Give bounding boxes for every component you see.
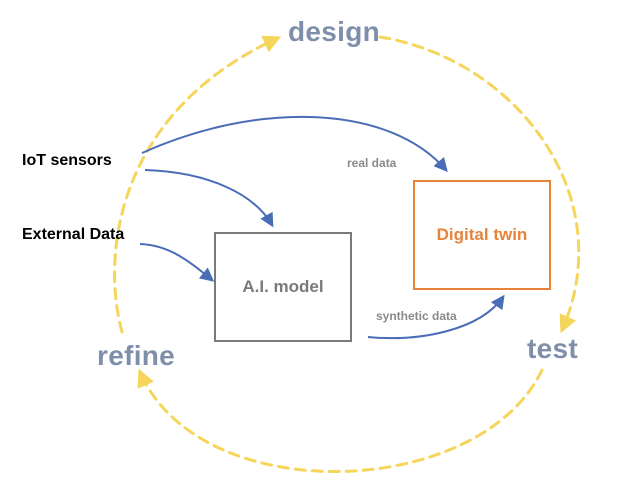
phase-label-design: design xyxy=(288,16,381,47)
source-label-iot-sensors: IoT sensors xyxy=(22,152,112,169)
arrow-iot-to-model xyxy=(144,169,274,228)
phase-label-test: test xyxy=(527,333,578,364)
cycle-arrow-refine-to-design xyxy=(113,35,282,334)
digital-twin-node: Digital twin xyxy=(413,180,551,290)
source-label-external-data: External Data xyxy=(22,226,125,243)
digital-twin-label: Digital twin xyxy=(436,225,528,244)
ai-model-node: A.I. model xyxy=(214,232,352,342)
cycle-arrow-test-to-refine xyxy=(137,368,544,473)
arrow-iot-to-twin xyxy=(141,115,448,173)
flow-label-synthetic-data: synthetic data xyxy=(376,309,457,323)
flow-label-real-data: real data xyxy=(347,156,397,170)
phase-label-refine: refine xyxy=(97,340,176,371)
ai-model-label: A.I. model xyxy=(242,277,324,296)
arrow-model-to-twin xyxy=(367,294,505,340)
cycle-arrow-design-to-test xyxy=(378,35,581,334)
arrow-external-to-model xyxy=(139,243,215,282)
